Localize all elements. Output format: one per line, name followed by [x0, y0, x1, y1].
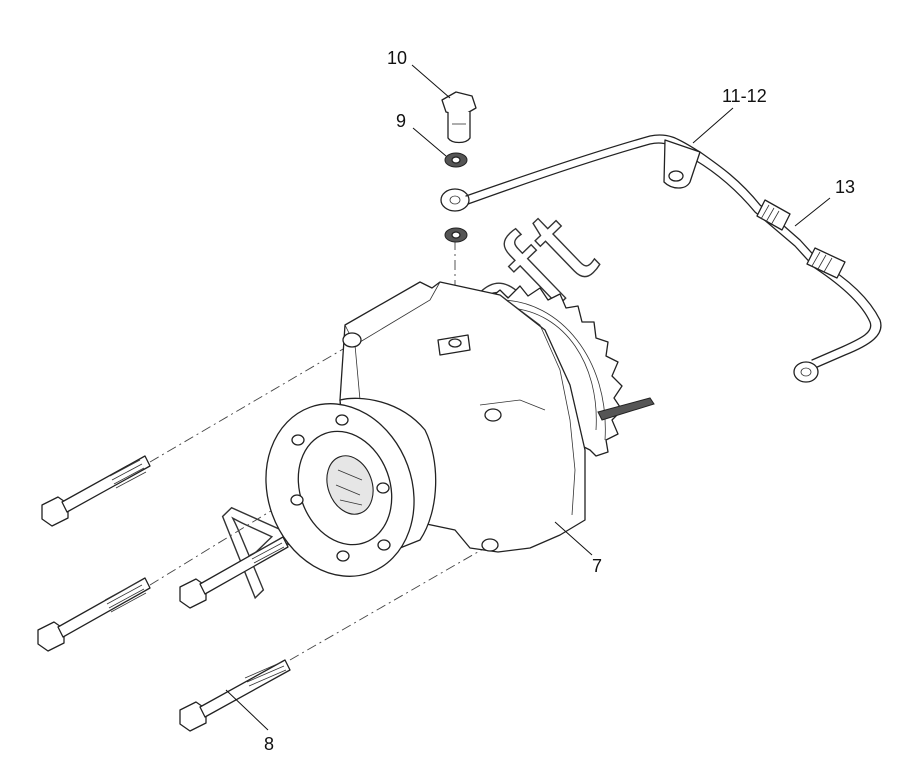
bolt-top-left	[41, 455, 151, 527]
bolt-center	[179, 536, 289, 609]
leader-lines	[225, 64, 831, 731]
banjo-bolt	[441, 91, 477, 144]
pump-housing	[265, 281, 655, 577]
callout-13: 13	[835, 177, 855, 197]
callout-9: 9	[396, 111, 406, 131]
callout-10: 10	[387, 48, 407, 68]
callout-7: 7	[592, 556, 602, 576]
sealing-washers	[444, 152, 468, 243]
callout-11-12: 11-12	[722, 86, 767, 106]
oil-pipe-assembly	[440, 134, 882, 383]
bolt-bottom	[179, 659, 291, 732]
callout-8: 8	[264, 734, 274, 754]
bolt-middle-left	[37, 577, 151, 652]
